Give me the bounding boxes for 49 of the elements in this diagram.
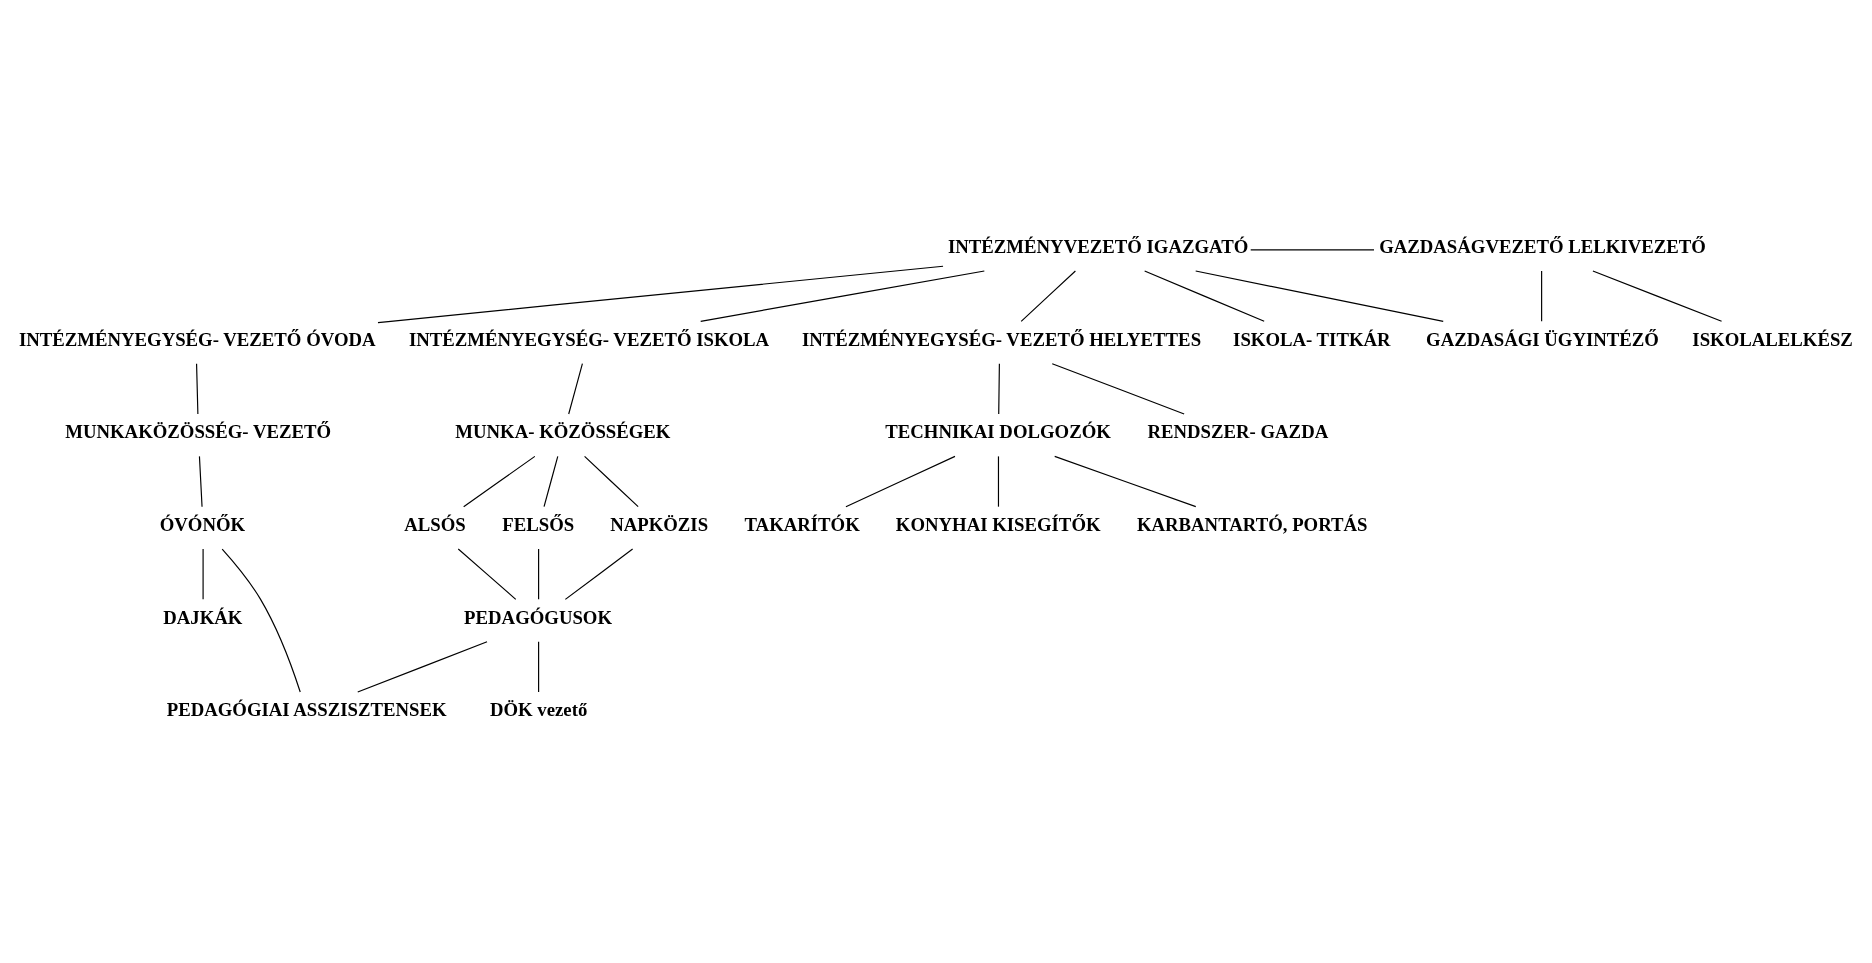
connector (1541, 270, 1543, 322)
node-text: NAPKÖZIS (610, 514, 709, 536)
node-text: ISKOLALELKÉSZ (1692, 328, 1853, 350)
connector (1054, 455, 1197, 508)
node-text: INTÉZMÉNYVEZETŐ IGAZGATÓ (948, 236, 1249, 258)
connector (845, 455, 956, 508)
connector (543, 455, 559, 508)
connector (463, 455, 536, 508)
connector (377, 265, 944, 324)
connector (457, 548, 517, 600)
node-text: ISKOLA- TITKÁR (1233, 328, 1391, 350)
connector (1051, 363, 1185, 415)
connector (564, 548, 634, 600)
node-text: PEDAGÓGIAI ASSZISZTENSEK (166, 699, 447, 721)
node-text: TECHNIKAI DOLGOZÓK (885, 421, 1111, 443)
node-text: INTÉZMÉNYEGYSÉG- VEZETŐ ÓVODA (18, 328, 376, 350)
node-text: ÓVÓNŐK (159, 514, 246, 536)
node-text: MUNKAKÖZÖSSÉG- VEZETŐ (65, 421, 332, 443)
node-text: INTÉZMÉNYEGYSÉG- VEZETŐ ISKOLA (408, 328, 770, 350)
node-text: PEDAGÓGUSOK (464, 606, 613, 628)
node-text: ALSÓS (404, 514, 466, 536)
node-text: INTÉZMÉNYEGYSÉG- VEZETŐ HELYETTES (801, 328, 1202, 350)
connector (196, 363, 199, 415)
connector (538, 641, 540, 693)
node-text: RENDSZER- GAZDA (1147, 421, 1329, 443)
node-text: GAZDASÁGVEZETŐ LELKIVEZETŐ (1379, 236, 1706, 258)
node-text: DAJKÁK (163, 606, 243, 628)
node-text: DÖK vezető (489, 699, 588, 721)
node-text: TAKARÍTÓK (744, 514, 860, 536)
connector (357, 641, 488, 693)
connector (1592, 270, 1723, 322)
connector (1144, 270, 1265, 322)
node-text: KARBANTARTÓ, PORTÁS (1136, 514, 1368, 536)
connector (1020, 270, 1076, 322)
connector (998, 363, 1000, 415)
connector (538, 548, 540, 600)
node-text: KONYHAI KISEGÍTŐK (895, 514, 1101, 536)
node-text: MUNKA- KÖZÖSSÉGEK (455, 421, 671, 443)
node-text: GAZDASÁGI ÜGYINTÉZŐ (1426, 328, 1659, 350)
connector (997, 455, 1000, 508)
connector (1195, 270, 1444, 322)
connector (198, 455, 203, 508)
connector (202, 548, 204, 600)
node-text: FELSŐS (502, 514, 575, 536)
connector (700, 270, 985, 322)
connector (1250, 249, 1375, 251)
connector (568, 363, 583, 415)
connector (221, 548, 301, 693)
connector (584, 455, 639, 508)
